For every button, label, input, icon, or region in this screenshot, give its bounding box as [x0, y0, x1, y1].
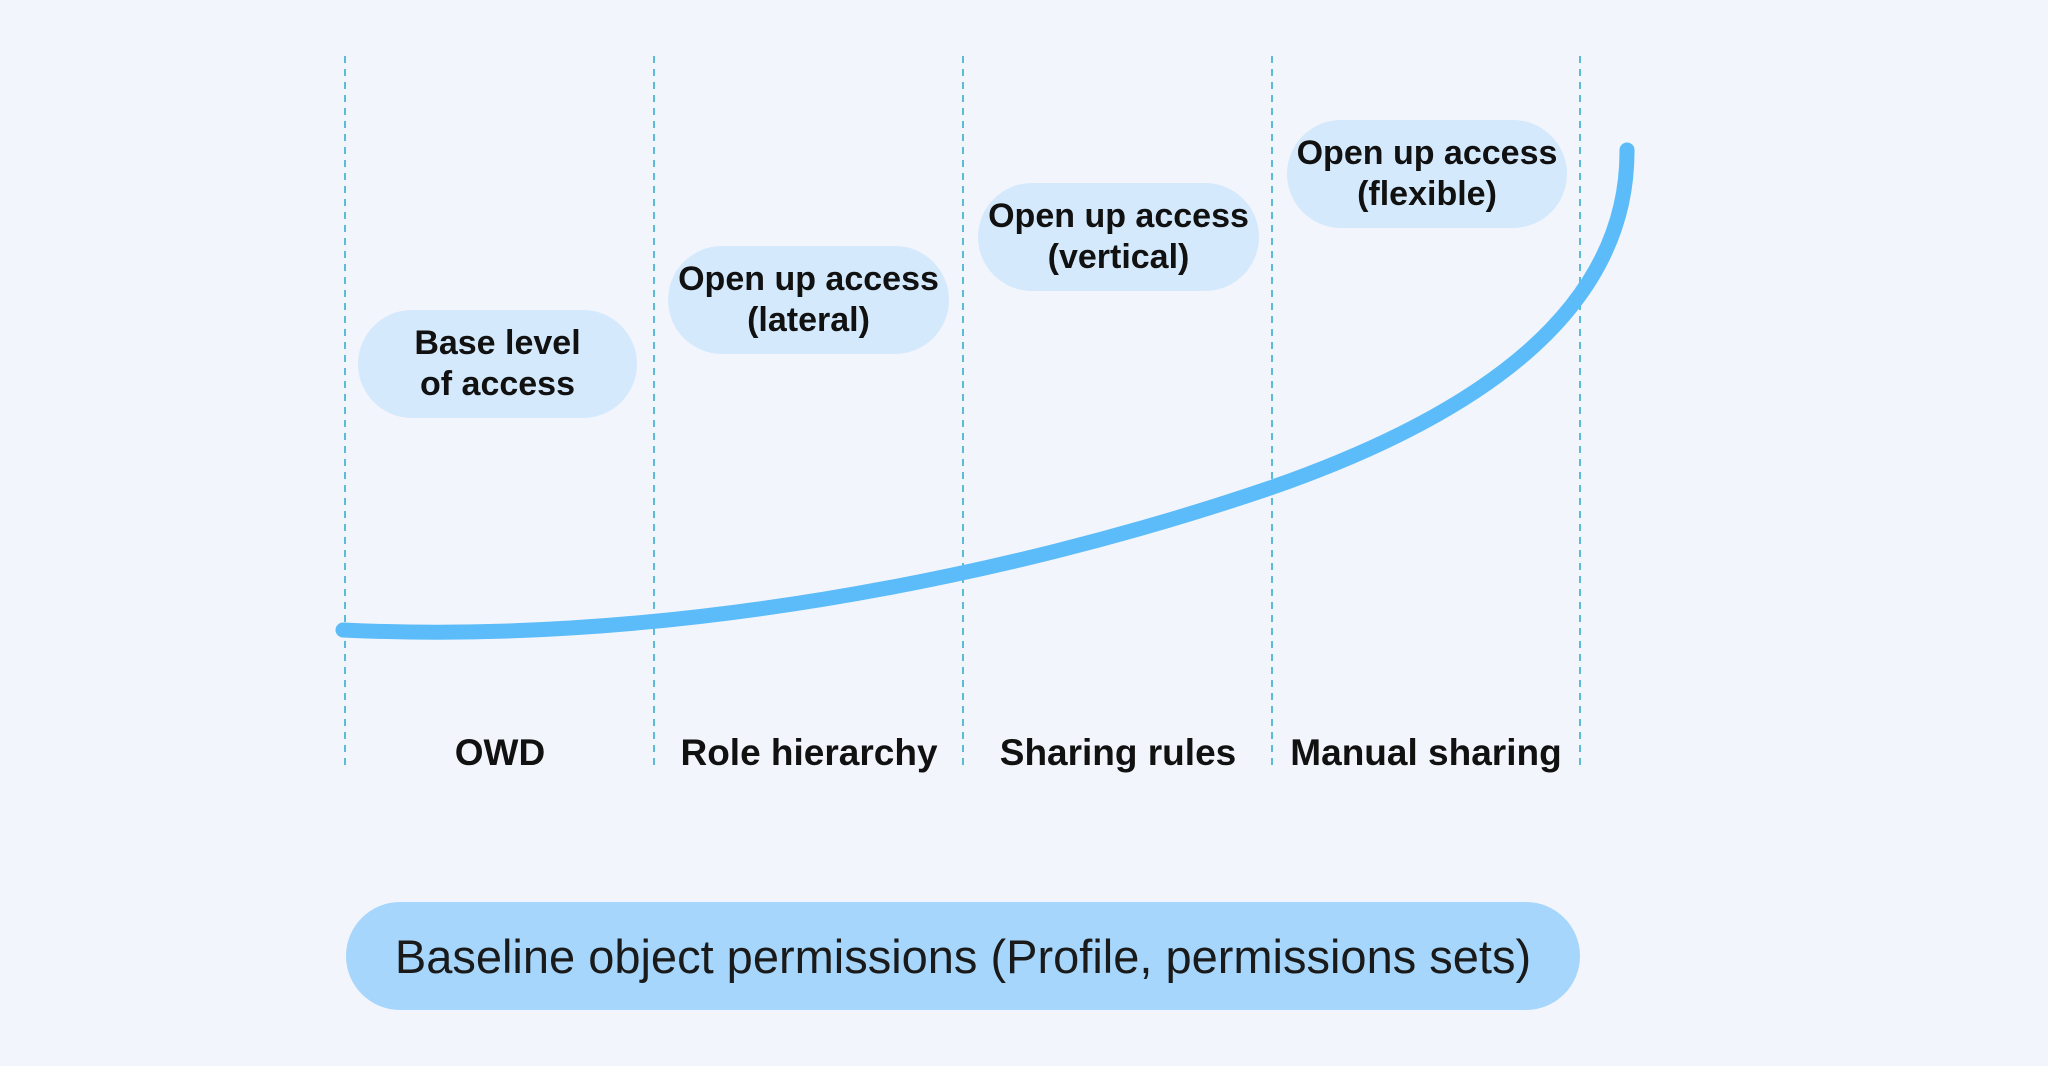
bubble-sharing-rules-line-2: (vertical) — [1047, 238, 1190, 276]
bubble-sharing-rules-line-1: Open up access — [988, 197, 1249, 235]
column-label-manual-sharing: Manual sharing — [1290, 732, 1562, 773]
bubble-owd-line-1: Base level — [414, 324, 581, 362]
baseline-permissions-bar: Baseline object permissions (Profile, pe… — [346, 902, 1580, 1010]
baseline-permissions-label: Baseline object permissions (Profile, pe… — [394, 929, 1532, 983]
bubble-owd: Base level of access — [358, 310, 637, 418]
bubble-manual-sharing-line-1: Open up access — [1296, 134, 1558, 172]
bubble-sharing-rules: Open up access (vertical) — [978, 183, 1259, 291]
bubble-role-hierarchy-line-2: (lateral) — [747, 301, 870, 339]
access-growth-curve — [335, 142, 1635, 640]
column-label-owd: OWD — [454, 732, 546, 773]
bubble-manual-sharing-line-2: (flexible) — [1357, 175, 1497, 213]
column-label-sharing-rules: Sharing rules — [999, 732, 1237, 773]
column-label-role-hierarchy: Role hierarchy — [680, 732, 938, 773]
bubble-owd-line-2: of access — [420, 365, 575, 403]
bubble-manual-sharing: Open up access (flexible) — [1287, 120, 1567, 228]
bubble-role-hierarchy-line-1: Open up access — [678, 260, 939, 298]
bubble-role-hierarchy: Open up access (lateral) — [668, 246, 949, 354]
